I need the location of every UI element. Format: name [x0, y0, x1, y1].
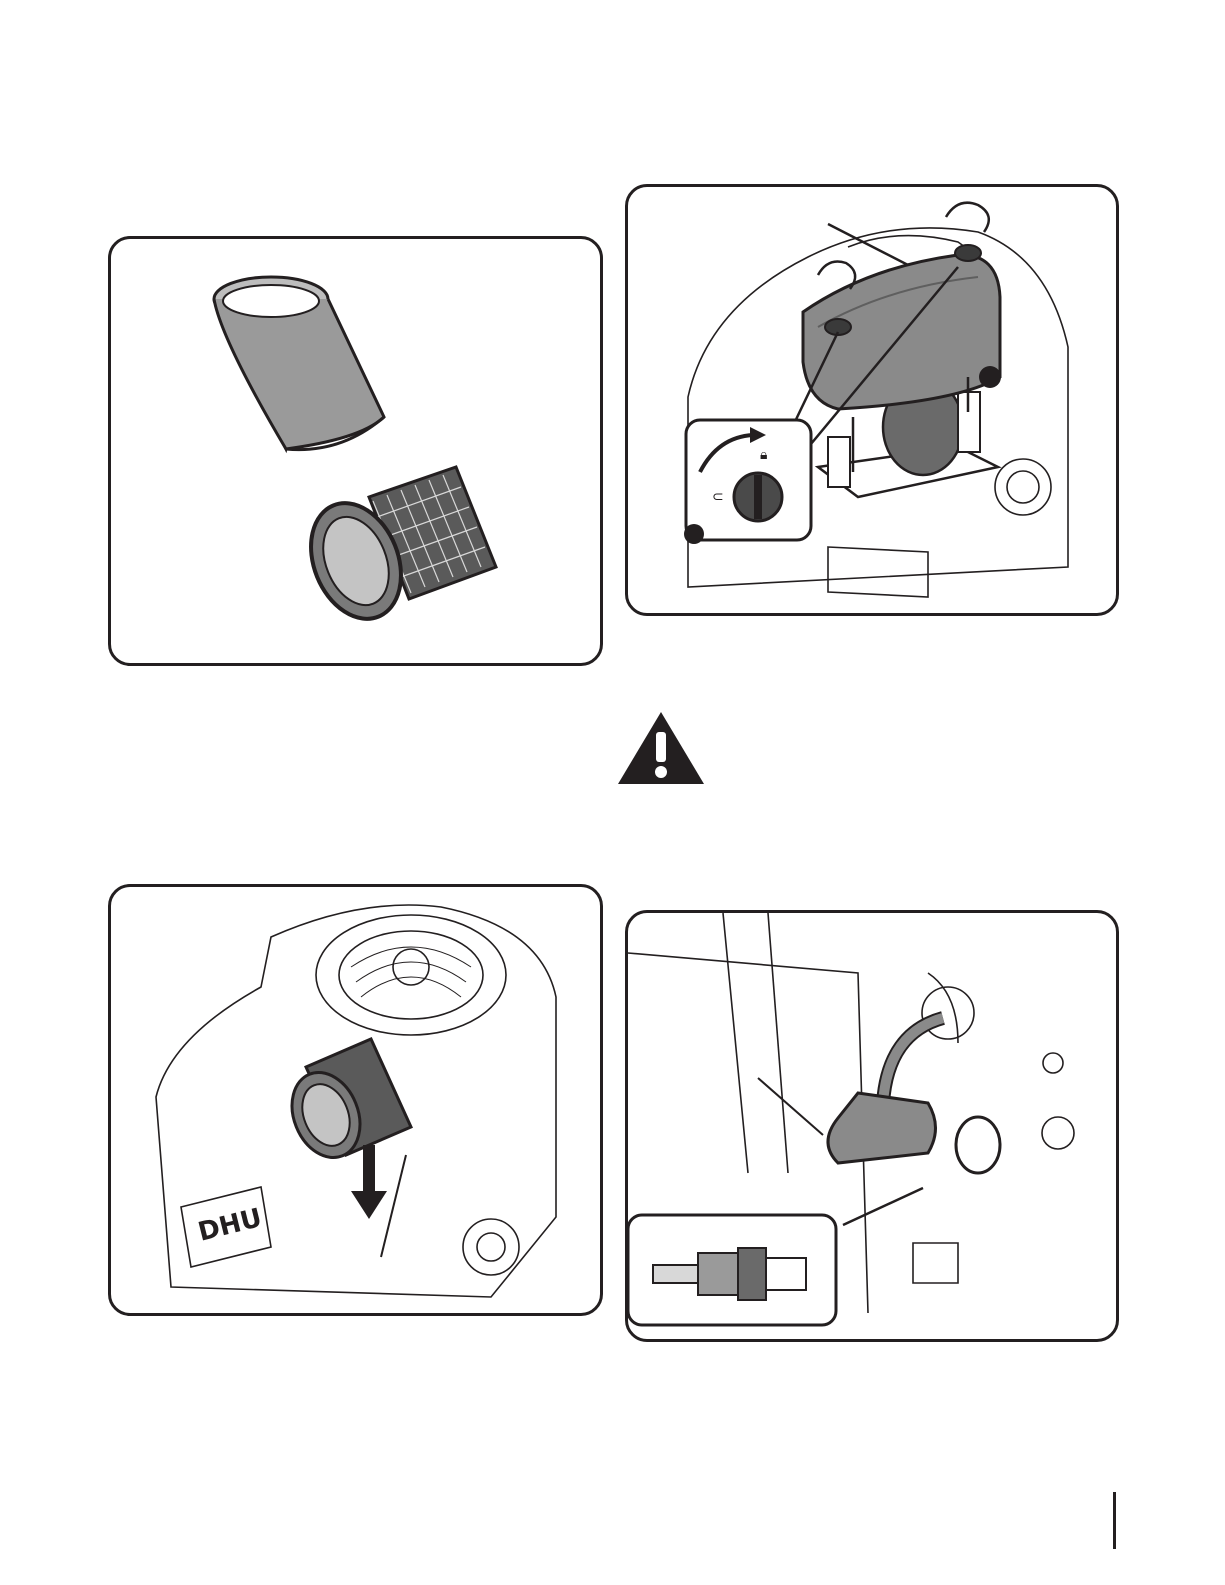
air-filter-cover-illustration	[803, 245, 1000, 409]
filter-cartridge-illustration	[280, 1039, 411, 1168]
knob-detail-inset: 🔒︎ ⊂	[684, 420, 811, 544]
figure-filter-installation: DHU	[108, 884, 603, 1316]
callout-leader-line	[381, 1155, 406, 1257]
foam-pre-cleaner-illustration	[214, 277, 384, 450]
callout-marker	[979, 366, 1001, 388]
spark-plug-inset	[628, 1188, 923, 1325]
figure-air-filter-cover: 🔒︎ ⊂	[625, 184, 1119, 616]
spark-plug-boot-illustration	[828, 1018, 1000, 1173]
figure-filter-parts	[108, 236, 603, 666]
callout-leader-line	[758, 1078, 823, 1135]
warning-triangle-icon	[616, 710, 706, 786]
figure-spark-plug	[625, 910, 1119, 1342]
down-arrow-icon	[351, 1145, 387, 1219]
page-number-rule	[1113, 1492, 1116, 1549]
engine-badge-illustration: DHU	[195, 1203, 265, 1248]
fan-grille-illustration	[351, 947, 471, 997]
unlock-icon: ⊂	[712, 489, 724, 505]
paper-filter-cartridge-illustration	[295, 467, 496, 632]
lock-icon: 🔒︎	[760, 447, 767, 463]
